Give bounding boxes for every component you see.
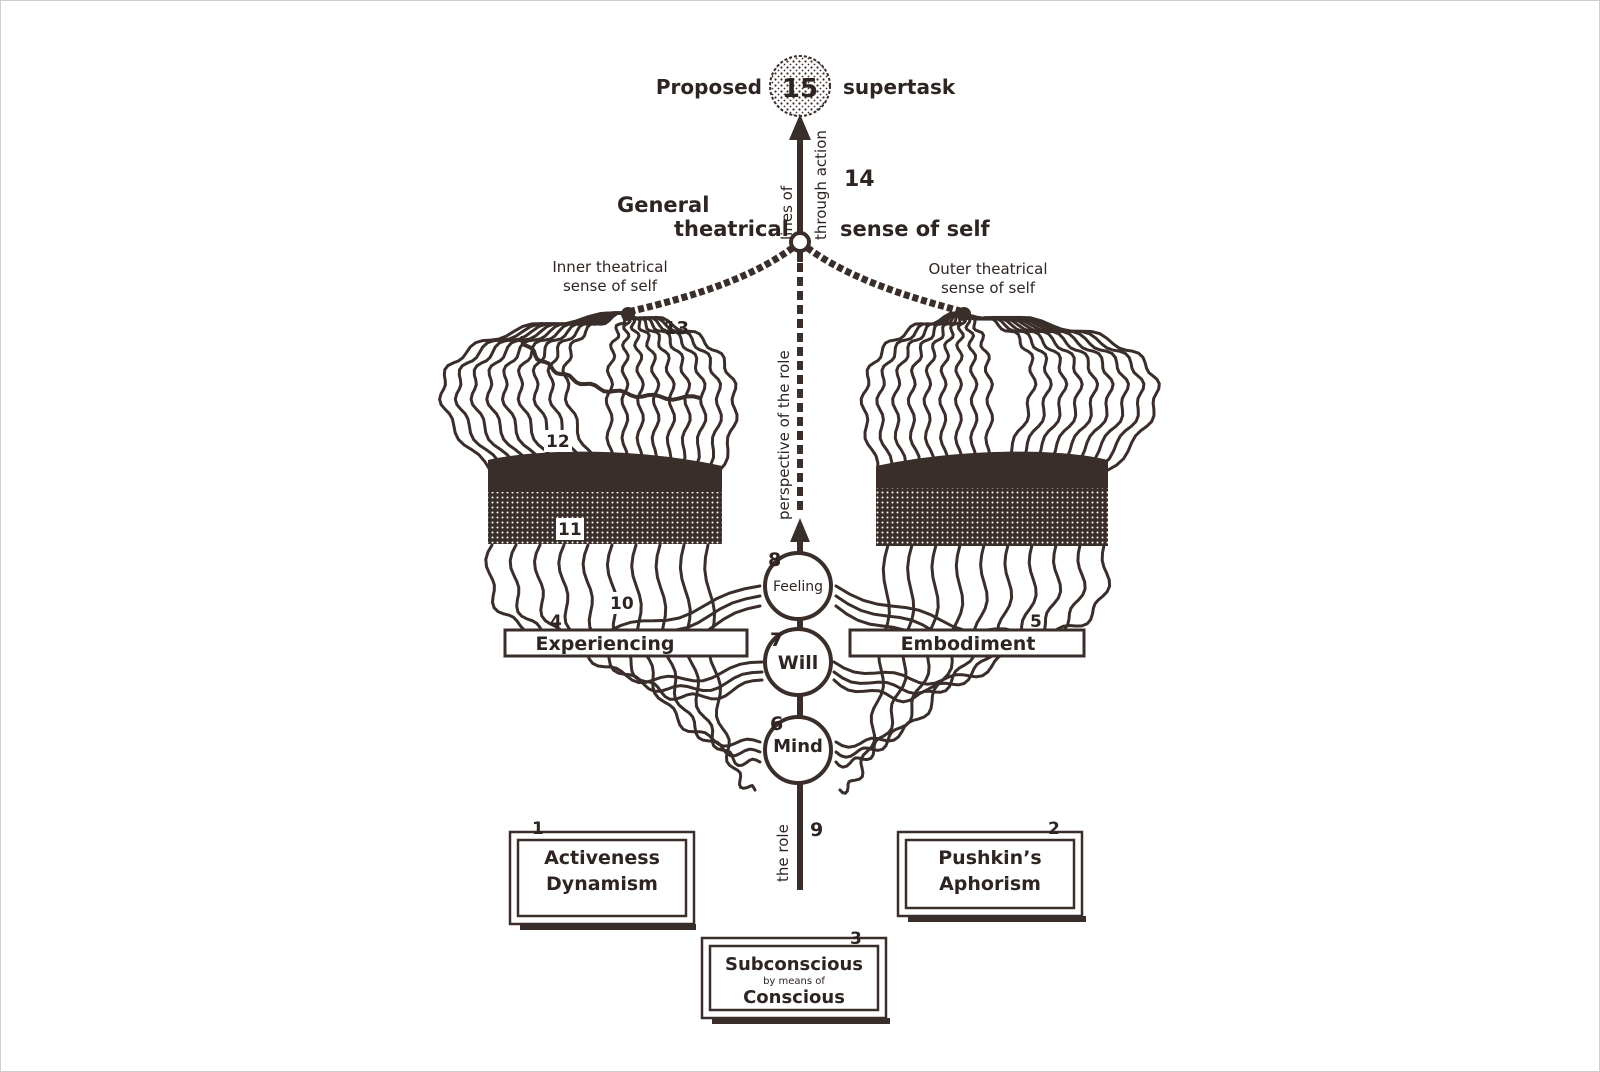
outer-fan-strand [962,312,1131,472]
label-feeling: Feeling [773,579,823,595]
label-outer-2: sense of self [941,279,1036,297]
lower-left-strand [581,543,764,693]
label-3: 3 [850,929,862,949]
label-embodiment: Embodiment [901,633,1036,655]
label-will: Will [778,652,819,674]
lower-right-strand [834,543,916,769]
label-supertask: supertask [843,75,956,99]
inner-apex-knot [621,307,635,321]
ropes [627,231,965,316]
inner-fan-strand [625,312,645,472]
label-experiencing: Experiencing [536,633,675,655]
label-8: 8 [768,549,781,571]
embodiment-bar: Embodiment [848,628,1086,658]
label-outer-1: Outer theatrical [929,260,1048,278]
lower-right-strand [834,543,940,759]
outer-fan-strand [906,311,966,472]
inner-fan-strand [626,312,723,472]
label-through-action: through action [812,130,830,240]
n11-bg [556,518,584,540]
label-13: 13 [664,318,689,339]
box-subconscious: Subconscious by means of Conscious [700,936,890,1024]
label-aphorism: Aphorism [939,873,1041,895]
label-lines-of: lines of [778,185,796,240]
outer-fan-strand [962,312,1084,472]
n12-bg [544,430,572,452]
lower-right-strand [832,543,1014,696]
supertask-circle: 15 [769,55,831,117]
inner-fan-strand [626,312,661,472]
outer-fan-strand [962,312,995,472]
label-14: 14 [844,167,875,192]
outer-fan-strand [962,312,1146,472]
label-6: 6 [770,713,783,735]
label-1: 1 [532,819,544,839]
n10-bg [608,592,636,614]
label-sense-of-self: sense of self [840,217,991,241]
inner-fan-strand [626,312,692,472]
lower-left-strand [703,543,757,792]
label-proposed: Proposed [656,75,762,99]
label-activeness: Activeness [544,847,660,869]
label-10: 10 [610,594,634,614]
label-dynamism: Dynamism [546,873,658,895]
inner-fan-strand [604,311,630,472]
label-12: 12 [546,432,570,452]
lower-left-strand [678,543,762,768]
label-inner-1: Inner theatrical [552,258,667,276]
outer-fan-strand [875,311,966,472]
outer-fan-strand [938,311,966,472]
label-subconscious: Subconscious [725,954,863,975]
lower-right-strand [838,543,891,795]
will-node: Will [763,627,833,697]
label-by-means-of: by means of [763,976,825,987]
label-inner-2: sense of self [563,277,658,295]
inner-fan-arc [520,336,702,402]
feeling-node: Feeling [763,551,833,621]
outer-fan-strand [962,312,1053,472]
outer-fan-strand [962,312,1161,472]
label-conscious: Conscious [743,987,845,1008]
inner-fan-strand [626,312,708,472]
outer-fan-strand [962,312,1100,472]
outer-fan-strand [961,312,979,472]
inner-fan-strand [626,312,739,472]
outer-fan-strand [953,312,968,472]
label-15: 15 [782,74,818,104]
outer-fan-strand [962,312,1115,472]
inner-fan-strand [626,312,677,472]
label-2: 2 [1048,819,1060,839]
label-pushkins: Pushkin’s [938,847,1042,869]
label-4: 4 [550,612,562,632]
label-the-role: the role [774,824,792,882]
outer-fan-strand [962,312,1038,472]
outer-fan-strand [962,312,1069,472]
inner-fan-strand [561,311,630,472]
inner-fan-strand [620,312,632,472]
label-7: 7 [770,629,783,651]
box-activeness: Activeness Dynamism [508,830,696,930]
label-5: 5 [1030,612,1042,632]
experiencing-bar: Experiencing [503,628,749,658]
label-general: General [617,193,709,217]
outer-apex-knot [957,307,971,321]
box-pushkin: Pushkin’s Aphorism [896,830,1086,922]
label-11: 11 [558,520,582,540]
inner-fringe [488,451,722,544]
outer-fan-strand [922,311,966,472]
lower-right-strand [832,543,1038,686]
label-9: 9 [810,819,823,841]
label-perspective: perspective of the role [775,350,793,520]
label-mind: Mind [773,736,823,757]
outer-fringe [876,451,1108,546]
label-theatrical: theatrical [674,217,789,241]
mind-node: Mind [763,715,833,785]
